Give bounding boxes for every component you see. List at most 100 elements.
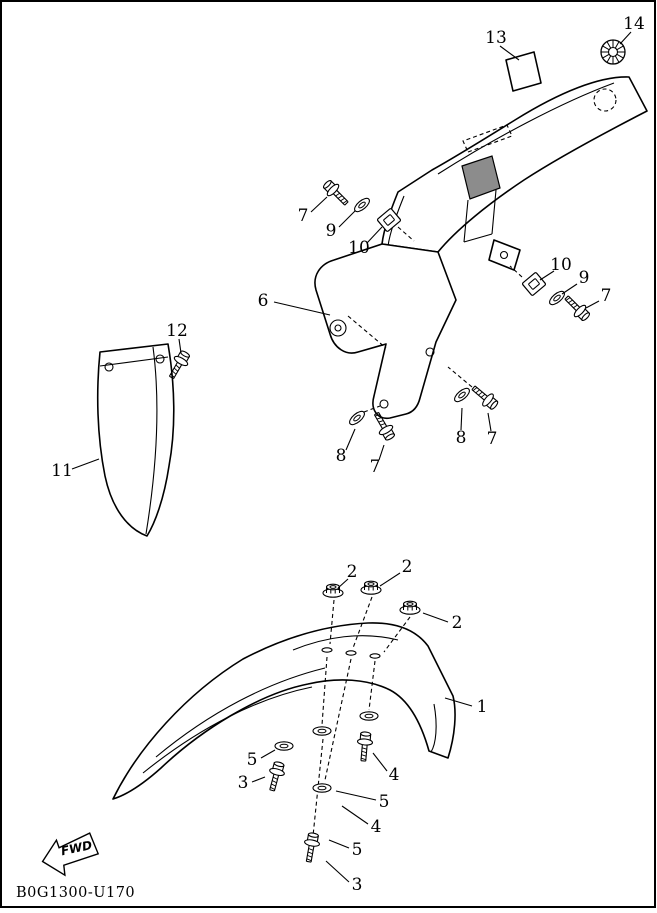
callout-leader-6-5: [273, 301, 331, 316]
bolt-part-10: [468, 381, 502, 413]
callout-leader-7-8: [585, 300, 600, 309]
washer-part-4: [546, 288, 568, 308]
washer-part-14: [274, 741, 294, 751]
bolt-axis-dashed-right: [447, 366, 473, 388]
cap-spokes: [601, 40, 625, 64]
washer-part-9: [451, 385, 473, 405]
callout-leader-7-14: [487, 412, 492, 432]
callout-leader-4-21: [372, 752, 388, 772]
rear-fender-stay: [314, 226, 523, 420]
nut-part-13: [399, 600, 421, 615]
fwd-label: FWD: [60, 838, 94, 858]
fwd-arrow: FWD: [41, 832, 100, 877]
callout-label-10-6: 10: [550, 255, 572, 275]
callout-leader-9-7: [561, 283, 578, 295]
callout-label-9-3: 9: [326, 221, 337, 241]
bolt-part-0: [320, 177, 353, 210]
cap-part-14: [600, 39, 626, 65]
washer-part-19: [312, 783, 332, 793]
callout-leader-7-12: [378, 444, 385, 461]
front-fender-part-1: [112, 596, 456, 837]
bolt-part-15: [264, 759, 288, 793]
mount-hole-1: [321, 647, 333, 653]
front-fender-tail-line: [430, 703, 437, 753]
stay-outline: [314, 243, 457, 420]
projection-dash-4: [321, 656, 328, 726]
callout-label-5-22: 5: [379, 792, 390, 812]
callout-label-8-11: 8: [336, 446, 347, 466]
seat-bracket-shaded: [461, 155, 501, 200]
front-fender-ridge-2: [142, 686, 313, 774]
under-seat-bracket-lines: [463, 189, 497, 243]
mount-hole-3: [369, 653, 381, 659]
callout-leader-10-6: [539, 270, 555, 281]
mud-flap-top-crease: [99, 356, 169, 367]
callout-leader-9-3: [338, 210, 356, 228]
callout-leader-2-17: [422, 612, 449, 623]
mud-flap-hole-right: [155, 354, 165, 364]
callout-leader-10-4: [366, 226, 383, 244]
stay-pivot-hole: [329, 319, 347, 337]
callout-leader-12-9: [178, 338, 182, 354]
bolt-part-5: [560, 291, 593, 324]
callout-leader-3-20: [251, 776, 266, 783]
callout-label-13-0: 13: [485, 28, 507, 48]
projection-dash-2: [352, 596, 373, 649]
bolt-axis-dashed-side: [509, 265, 523, 278]
projection-dash-6: [368, 660, 376, 711]
mud-flap-outline: [96, 343, 175, 537]
callout-leader-2-16: [379, 572, 401, 587]
side-clip-plate-hole: [499, 250, 509, 260]
projection-dash-3: [383, 616, 411, 653]
mud-flap-part-11: [96, 343, 175, 537]
callout-leader-5-22: [335, 790, 377, 801]
bolt-axis-dashed-left: [363, 405, 381, 413]
callout-label-12-9: 12: [166, 321, 188, 341]
callout-leader-4-23: [341, 805, 369, 825]
rear-fender-crease-line: [437, 82, 615, 175]
stay-pivot-hole-inner: [334, 324, 342, 332]
washer-part-16: [359, 711, 379, 721]
callout-label-4-21: 4: [389, 765, 400, 785]
callout-label-4-23: 4: [371, 817, 382, 837]
callout-leader-5-19: [260, 749, 276, 759]
stay-bolt-hole-right: [425, 347, 435, 357]
fwd-arrow-shape: [41, 832, 100, 877]
callout-leader-5-24: [328, 839, 350, 849]
callout-leader-14-1: [619, 31, 632, 45]
callout-leader-1-18: [444, 697, 473, 707]
callout-leader-3-25: [325, 860, 350, 883]
rear-fender-part-6: [381, 76, 648, 271]
side-clip-plate: [488, 239, 521, 271]
stay-dashed-line: [347, 315, 387, 349]
callout-label-7-8: 7: [601, 286, 612, 306]
callout-label-7-12: 7: [370, 457, 381, 477]
washer-part-7: [346, 408, 368, 428]
callout-label-3-25: 3: [352, 875, 363, 895]
callout-leader-13-0: [499, 45, 520, 61]
callout-label-1-18: 1: [477, 697, 488, 717]
callout-label-10-4: 10: [348, 238, 370, 258]
projection-dash-1: [329, 599, 335, 645]
callout-label-14-1: 14: [623, 14, 645, 34]
label-recess-dashed: [462, 124, 513, 153]
bolt-part-17: [355, 730, 374, 763]
stay-bolt-hole-left: [379, 399, 389, 409]
callout-label-5-19: 5: [247, 750, 258, 770]
callout-leader-7-2: [310, 196, 328, 213]
projection-dash-7: [312, 738, 324, 837]
callout-label-9-7: 9: [579, 268, 590, 288]
callout-label-2-17: 2: [452, 613, 463, 633]
callout-label-2-16: 2: [402, 557, 413, 577]
callout-label-8-13: 8: [456, 428, 467, 448]
callout-leader-8-13: [460, 407, 463, 431]
callout-label-3-20: 3: [238, 773, 249, 793]
callout-leader-2-15: [337, 578, 349, 589]
callout-label-7-2: 7: [298, 206, 309, 226]
mud-flap-inner-line: [145, 346, 158, 535]
front-fender-mount-plateau: [292, 635, 399, 651]
